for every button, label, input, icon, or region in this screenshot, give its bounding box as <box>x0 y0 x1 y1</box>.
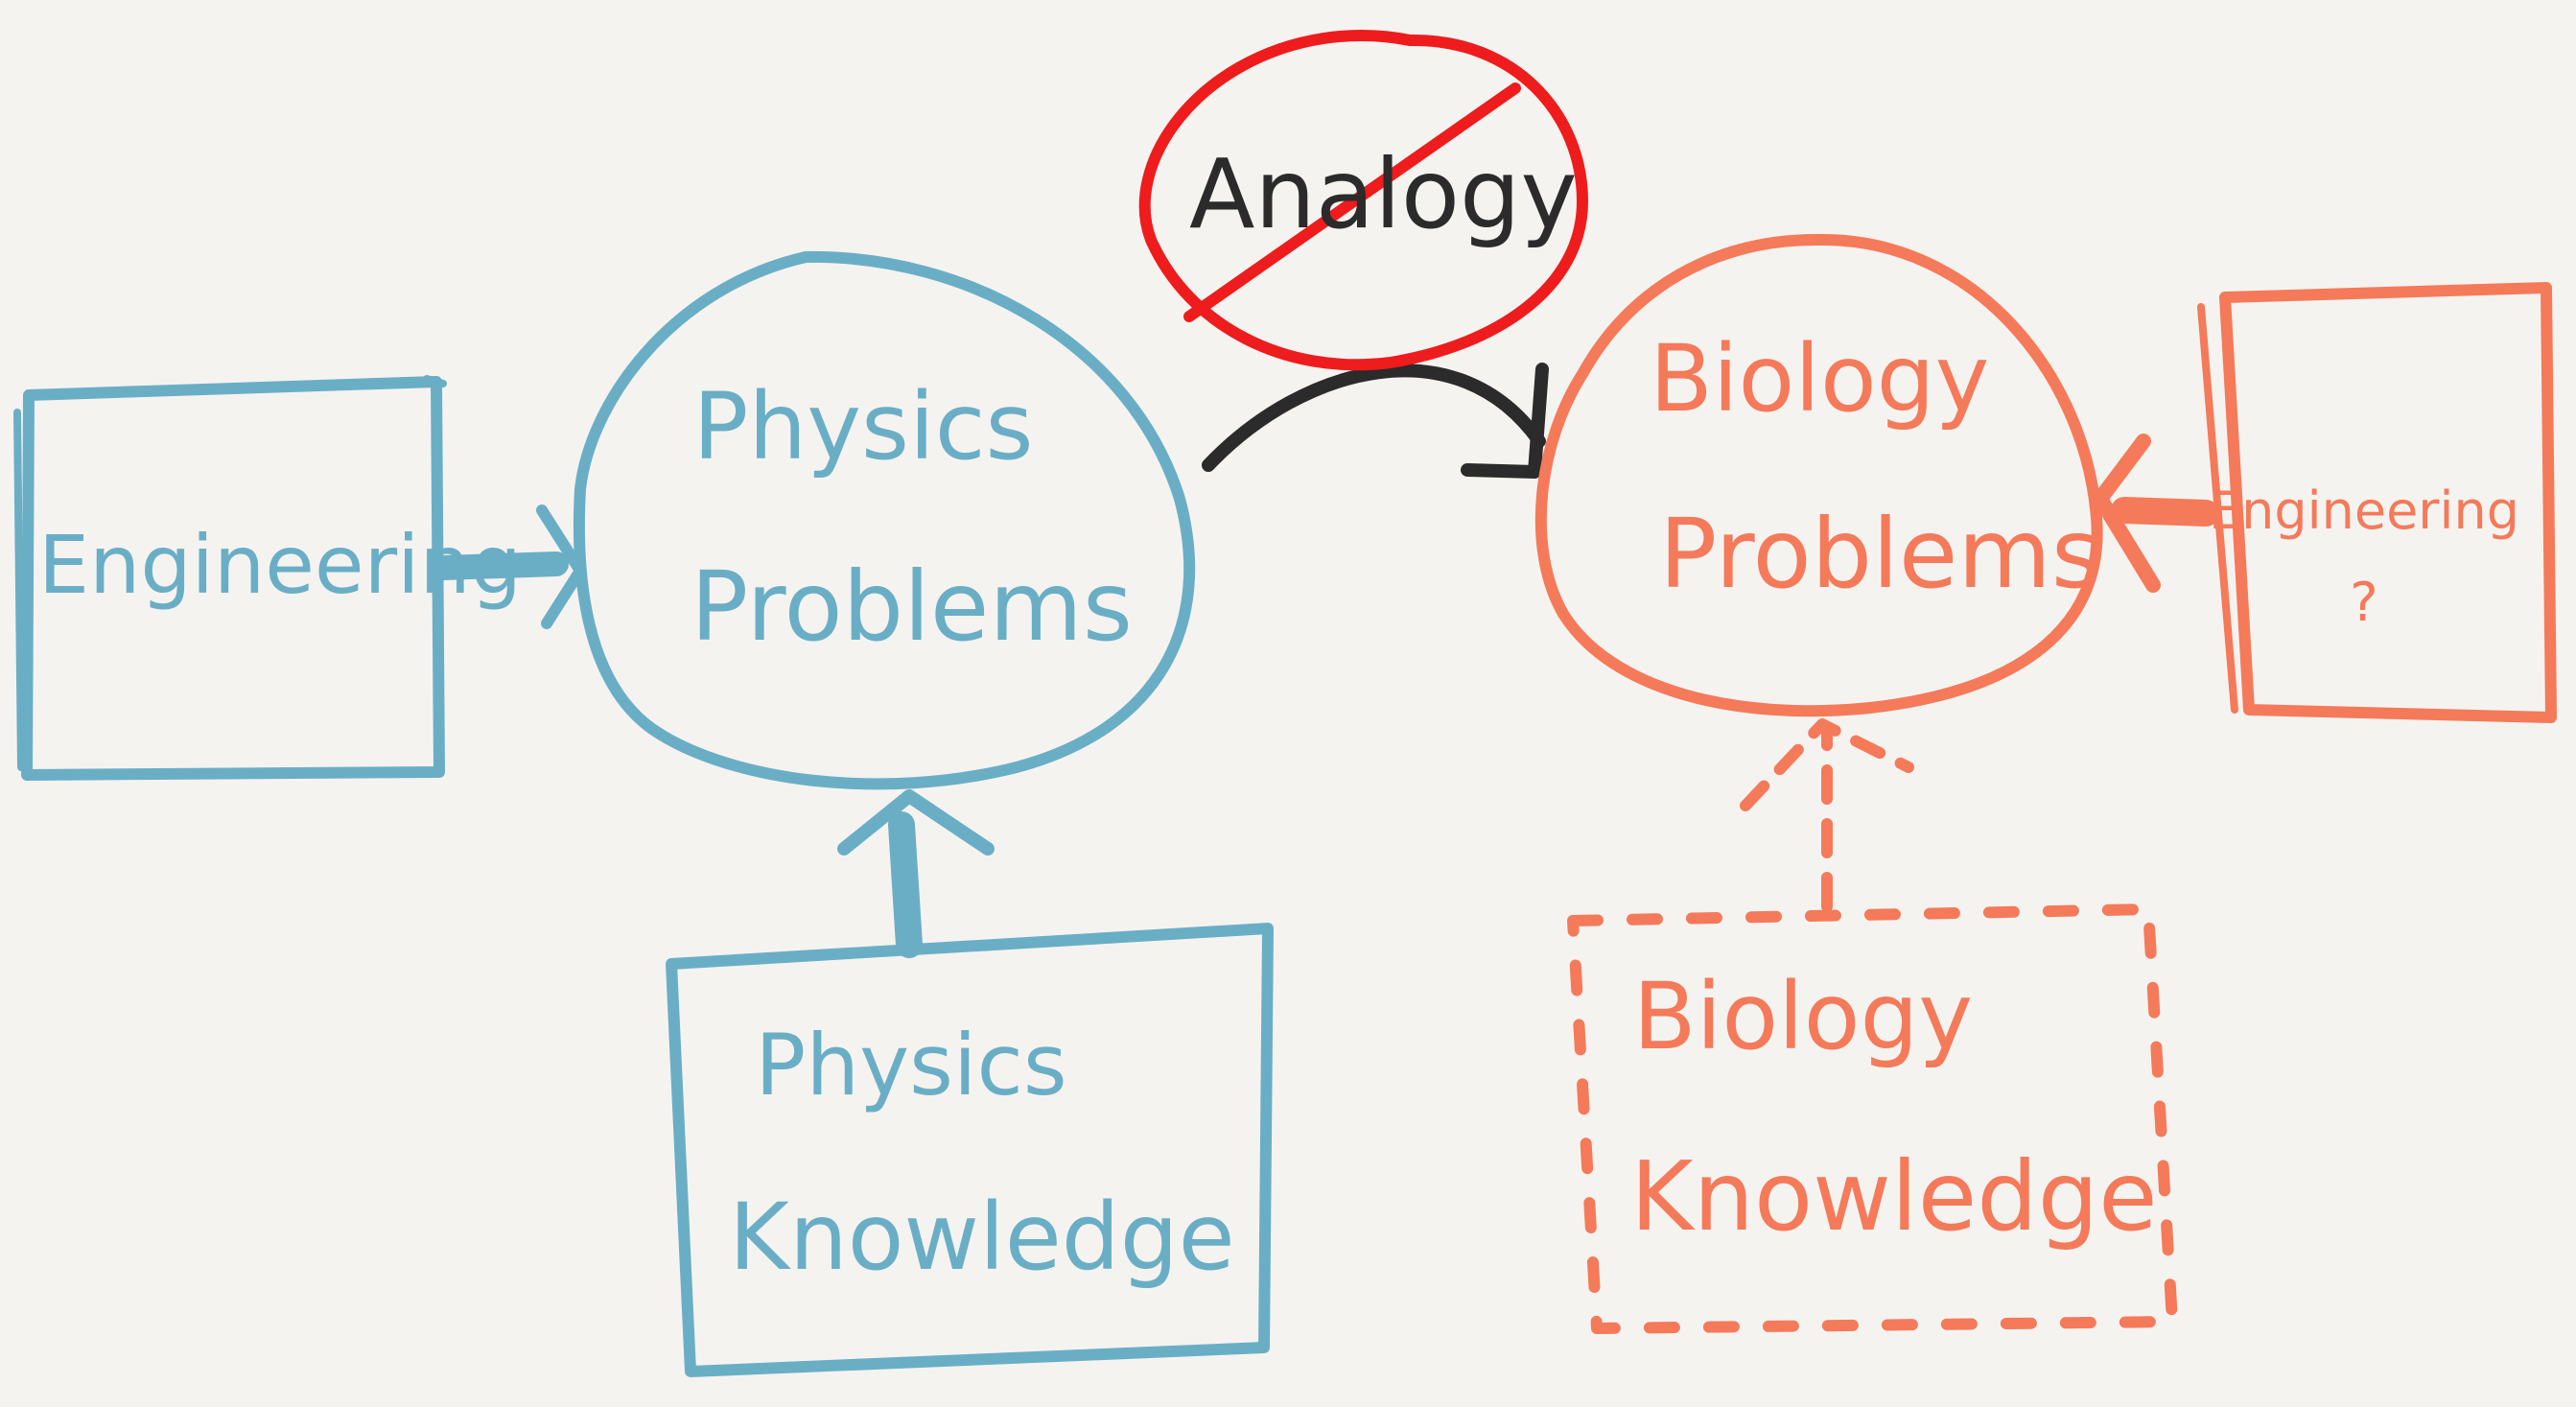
engineering-label-right: Engineering <box>2209 481 2519 541</box>
physics-knowledge-box <box>666 923 1274 1377</box>
physics-problems-label-line1: Physics <box>692 373 1034 481</box>
arrow-knowledge-to-physics-head <box>837 789 995 856</box>
engineering-box-left <box>21 376 445 781</box>
engineering-box-right <box>2219 282 2557 723</box>
analogy-label: Analogy <box>1189 138 1578 250</box>
physics-problems-circle <box>573 250 1196 790</box>
arrow-knowledge-to-physics-shaft <box>888 811 923 958</box>
physics-knowledge-label-line1: Physics <box>755 1016 1067 1114</box>
physics-problems-label-line2: Problems <box>691 551 1133 663</box>
biology-problems-label-line1: Biology <box>1650 325 1990 433</box>
biology-problems-circle <box>1534 233 2103 717</box>
biology-knowledge-label-line1: Biology <box>1632 963 1974 1070</box>
engineering-box-left-sketch <box>13 375 447 771</box>
analogy-red-circle <box>1138 29 1588 371</box>
engineering-label-left: Engineering <box>38 518 522 612</box>
arrow-engineering-to-physics-shaft <box>431 551 569 580</box>
analogy-strike-through <box>1183 82 1521 322</box>
physics-knowledge-label-line2: Knowledge <box>729 1184 1235 1291</box>
arrow-engineering-to-biology-head <box>2093 434 2161 593</box>
biology-problems-label-line2: Problems <box>1659 498 2101 610</box>
arrow-knowledge-to-biology-dashed-head <box>1740 718 1914 811</box>
biology-knowledge-dashed-box <box>1567 903 2178 1334</box>
arrow-engineering-to-biology-shaft <box>2111 497 2219 527</box>
analogy-arrow-curve <box>1202 363 1546 472</box>
analogy-arrow-head <box>1461 363 1549 479</box>
biology-knowledge-label-line2: Knowledge <box>1630 1140 2158 1253</box>
engineering-question-mark: ? <box>2350 572 2378 634</box>
